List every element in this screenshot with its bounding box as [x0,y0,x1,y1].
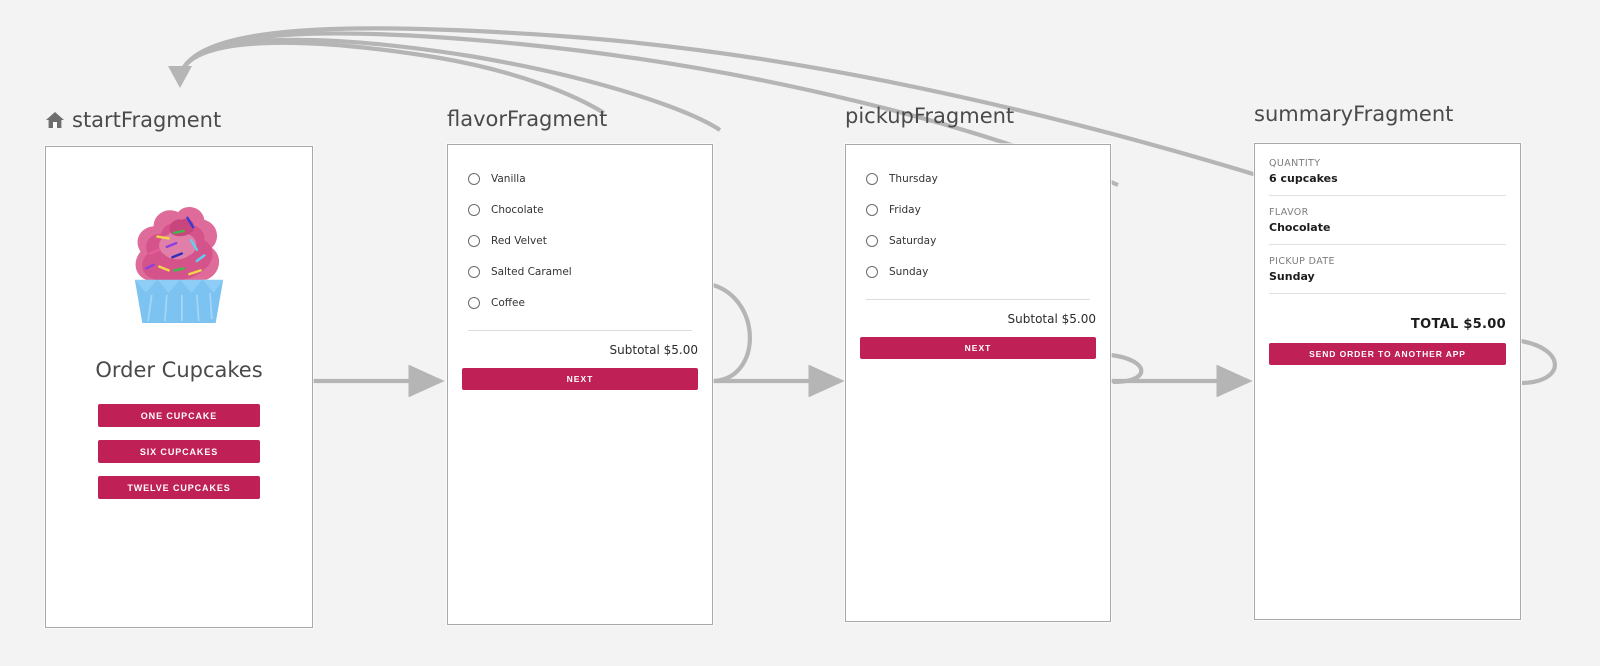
destination-title-start: startFragment [45,108,221,132]
radio-circle-icon[interactable] [468,172,480,185]
divider [1269,293,1506,294]
radio-circle-icon[interactable] [866,234,878,247]
summary-label: PICKUP DATE [1269,256,1335,267]
cupcake-illustration [118,195,240,332]
edge-flavor-loopback [712,282,752,384]
destination-title-pickup: pickupFragment [845,104,1014,128]
destination-title-flavor: flavorFragment [447,107,607,131]
radio-label: Friday [889,203,921,216]
radio-label: Salted Caramel [491,265,572,278]
radio-option-chocolate[interactable]: Chocolate [468,194,692,225]
radio-label: Vanilla [491,172,526,185]
radio-label: Saturday [889,234,937,247]
summary-row-quantity: QUANTITY 6 cupcakes [1269,158,1506,195]
flavor-options-group[interactable]: Vanilla Chocolate Red Velvet Salted Cara… [448,145,712,318]
destination-title-label-summary: summaryFragment [1254,102,1454,126]
divider [468,330,692,331]
radio-circle-icon[interactable] [468,234,480,247]
pickup-options-group[interactable]: Thursday Friday Saturday Sunday [846,145,1110,287]
radio-option-saturday[interactable]: Saturday [866,225,1090,256]
radio-option-vanilla[interactable]: Vanilla [468,163,692,194]
page-title: Order Cupcakes [95,358,263,382]
radio-label: Chocolate [491,203,544,216]
one-cupcake-button[interactable]: ONE CUPCAKE [98,404,260,427]
return-arrowhead [168,66,192,88]
panel-summaryFragment[interactable]: QUANTITY 6 cupcakes FLAVOR Chocolate PIC… [1254,143,1521,620]
radio-option-thursday[interactable]: Thursday [866,163,1090,194]
twelve-cupcakes-button[interactable]: TWELVE CUPCAKES [98,476,260,499]
panel-flavorFragment[interactable]: Vanilla Chocolate Red Velvet Salted Cara… [447,144,713,625]
next-button[interactable]: NEXT [860,337,1096,359]
total-text: TOTAL $5.00 [1410,317,1506,332]
radio-label: Sunday [889,265,929,278]
radio-circle-icon[interactable] [468,203,480,216]
divider [1269,244,1506,245]
radio-option-red-velvet[interactable]: Red Velvet [468,225,692,256]
summary-label: FLAVOR [1269,207,1309,218]
subtotal-text: Subtotal $5.00 [609,343,698,357]
destination-title-summary: summaryFragment [1254,102,1453,126]
order-summary: QUANTITY 6 cupcakes FLAVOR Chocolate PIC… [1255,144,1520,365]
edge-return-strand [177,40,606,115]
radio-circle-icon[interactable] [866,203,878,216]
edge-summary-loopback [1520,338,1557,386]
radio-circle-icon[interactable] [866,172,878,185]
radio-label: Thursday [889,172,938,185]
next-button[interactable]: NEXT [462,368,698,390]
summary-value: Sunday [1269,270,1315,283]
edge-pickup-loopback [1110,352,1144,385]
radio-option-sunday[interactable]: Sunday [866,256,1090,287]
divider [866,299,1090,300]
radio-option-salted-caramel[interactable]: Salted Caramel [468,256,692,287]
home-icon [45,110,65,130]
panel-pickupFragment[interactable]: Thursday Friday Saturday Sunday Subtotal… [845,144,1111,622]
destination-title-label-flavor: flavorFragment [447,107,608,131]
summary-row-pickup-date: PICKUP DATE Sunday [1269,256,1506,293]
panel-startFragment[interactable]: Order Cupcakes ONE CUPCAKE SIX CUPCAKES … [45,146,313,628]
quantity-button-group[interactable]: ONE CUPCAKE SIX CUPCAKES TWELVE CUPCAKES [98,404,260,499]
radio-label: Red Velvet [491,234,547,247]
subtotal-text: Subtotal $5.00 [1007,312,1096,326]
send-order-button[interactable]: SEND ORDER TO ANOTHER APP [1269,343,1506,365]
radio-label: Coffee [491,296,525,309]
radio-option-coffee[interactable]: Coffee [468,287,692,318]
radio-circle-icon[interactable] [468,296,480,309]
summary-row-flavor: FLAVOR Chocolate [1269,207,1506,244]
divider [1269,195,1506,196]
six-cupcakes-button[interactable]: SIX CUPCAKES [98,440,260,463]
destination-title-label-pickup: pickupFragment [845,104,1015,128]
summary-label: QUANTITY [1269,158,1321,169]
summary-value: Chocolate [1269,221,1331,234]
summary-value: 6 cupcakes [1269,172,1338,185]
radio-circle-icon[interactable] [468,265,480,278]
radio-circle-icon[interactable] [866,265,878,278]
radio-option-friday[interactable]: Friday [866,194,1090,225]
destination-title-label-start: startFragment [72,108,222,132]
